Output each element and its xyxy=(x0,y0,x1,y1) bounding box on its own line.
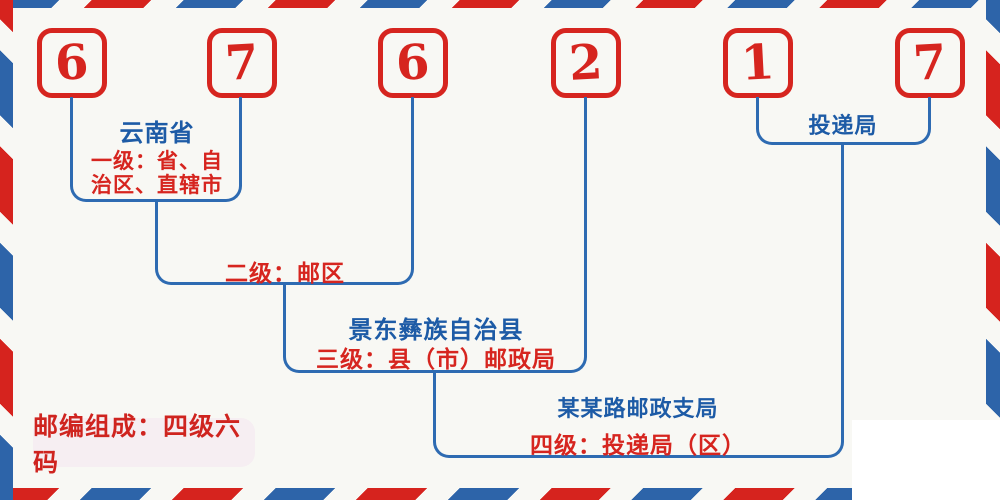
level1-description-line2: 治区、直辖市 xyxy=(91,174,223,197)
postal-code-composition-text: 邮编组成：四级六码 xyxy=(33,412,242,477)
postal-digit-4: 2 xyxy=(567,34,605,92)
level3-description: 三级：县（市）邮政局 xyxy=(316,346,556,372)
airmail-border-bottom xyxy=(0,488,1000,500)
postal-digit-box-3: 6 xyxy=(378,28,448,98)
postal-digit-box-1: 6 xyxy=(37,28,107,98)
postal-digit-box-4: 2 xyxy=(551,28,621,98)
postal-digit-5: 1 xyxy=(739,34,777,92)
delivery-office-label: 投递局 xyxy=(808,113,878,138)
postal-digit-3: 6 xyxy=(394,34,432,92)
postal-digit-box-6: 7 xyxy=(895,28,965,98)
white-patch xyxy=(852,420,1000,500)
level4-bracket xyxy=(433,371,844,458)
airmail-border-right xyxy=(986,0,1000,500)
delivery-office-stem-line xyxy=(841,143,844,373)
province-label: 云南省 xyxy=(119,120,195,147)
postal-code-composition-badge: 邮编组成：四级六码 xyxy=(33,413,255,477)
postal-digit-6: 7 xyxy=(911,34,949,92)
airmail-border-left xyxy=(0,0,13,500)
digit3-stem-line xyxy=(411,97,414,202)
postal-digit-box-2: 7 xyxy=(207,28,277,98)
postal-digit-1: 6 xyxy=(53,34,91,92)
airmail-border-top xyxy=(0,0,1000,8)
branch-office-label: 某某路邮政支局 xyxy=(557,396,719,421)
level2-description: 二级：邮区 xyxy=(225,260,345,286)
county-label: 景东彝族自治县 xyxy=(348,317,524,344)
level4-description: 四级：投递局（区） xyxy=(530,432,746,458)
postal-digit-box-5: 1 xyxy=(723,28,793,98)
level1-description-line1: 一级：省、自 xyxy=(91,150,223,173)
postal-digit-2: 7 xyxy=(223,34,261,92)
digit4-stem-line xyxy=(584,97,587,285)
